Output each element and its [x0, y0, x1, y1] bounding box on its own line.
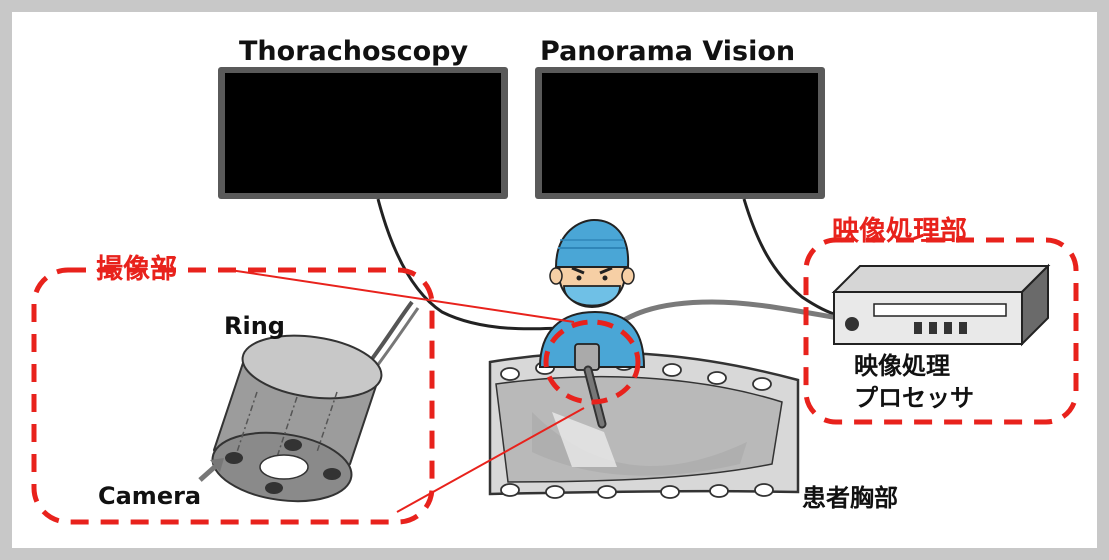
thoracoscope [574, 343, 607, 429]
thorachoscopy-monitor-title: Thorachoscopy [239, 36, 469, 67]
surgeon-illustration [538, 218, 646, 368]
monitor-panorama-vision [535, 67, 825, 199]
processor-label-line1: 映像処理 [854, 352, 950, 380]
image-processing-unit-label: 映像処理部 [832, 216, 967, 247]
cable-right-monitor [742, 198, 843, 319]
imaging-unit-label: 撮像部 [96, 254, 177, 285]
patient-chest [488, 351, 800, 499]
connector-upper [229, 269, 575, 323]
cable-left-monitor [376, 198, 578, 331]
panorama-vision-monitor-title: Panorama Vision [540, 36, 796, 67]
ring-camera-device [198, 300, 420, 503]
imaging-unit-box [31, 267, 435, 525]
camera-label: Camera [98, 482, 202, 510]
connector-lower [396, 407, 585, 513]
patient-chest-label: 患者胸部 [802, 484, 898, 512]
video-processor [831, 263, 1051, 347]
monitor-thorachoscopy [218, 67, 508, 199]
diagram-canvas: Thorachoscopy Panorama Vision 撮像部 映像処理部 … [12, 12, 1097, 548]
processor-label-line2: プロセッサ [854, 384, 974, 412]
ring-label: Ring [224, 312, 285, 340]
scope-highlight-circle [543, 319, 641, 405]
system-diagram [31, 67, 1079, 525]
image-processing-unit-box [803, 237, 1079, 425]
